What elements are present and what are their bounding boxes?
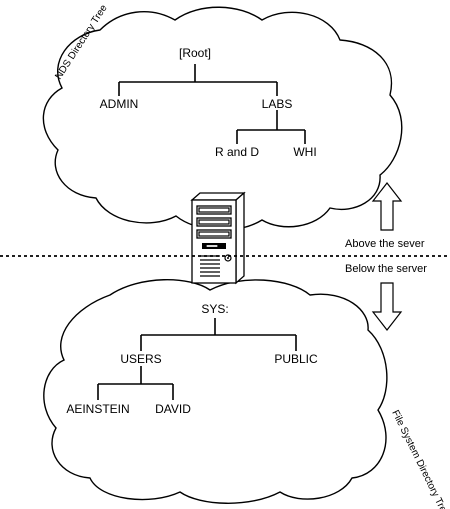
nds-admin-label: ADMIN (100, 97, 139, 111)
fs-public-label: PUBLIC (274, 352, 318, 366)
below-server-label: Below the server (345, 263, 427, 275)
above-server-label: Above the sever (345, 238, 425, 250)
fs-aeinstein-label: AEINSTEIN (66, 402, 129, 416)
server-icon (190, 191, 246, 285)
fs-root-label: SYS: (201, 302, 228, 316)
nds-tree-lines (118, 64, 306, 144)
down-arrow-icon (371, 282, 403, 331)
fs-david-label: DAVID (155, 402, 191, 416)
up-arrow-icon (371, 182, 403, 231)
nds-labs-label: LABS (262, 97, 293, 111)
nds-root-label: [Root] (179, 46, 211, 60)
fs-users-label: USERS (120, 352, 161, 366)
fs-cloud (43, 279, 388, 504)
fs-tree-lines (97, 318, 297, 400)
nds-cloud (42, 6, 403, 231)
nds-r-and-d-label: R and D (215, 145, 259, 159)
fs-tree-title: File System Directory Tree (389, 408, 450, 509)
nds-whi-label: WHI (293, 145, 316, 159)
